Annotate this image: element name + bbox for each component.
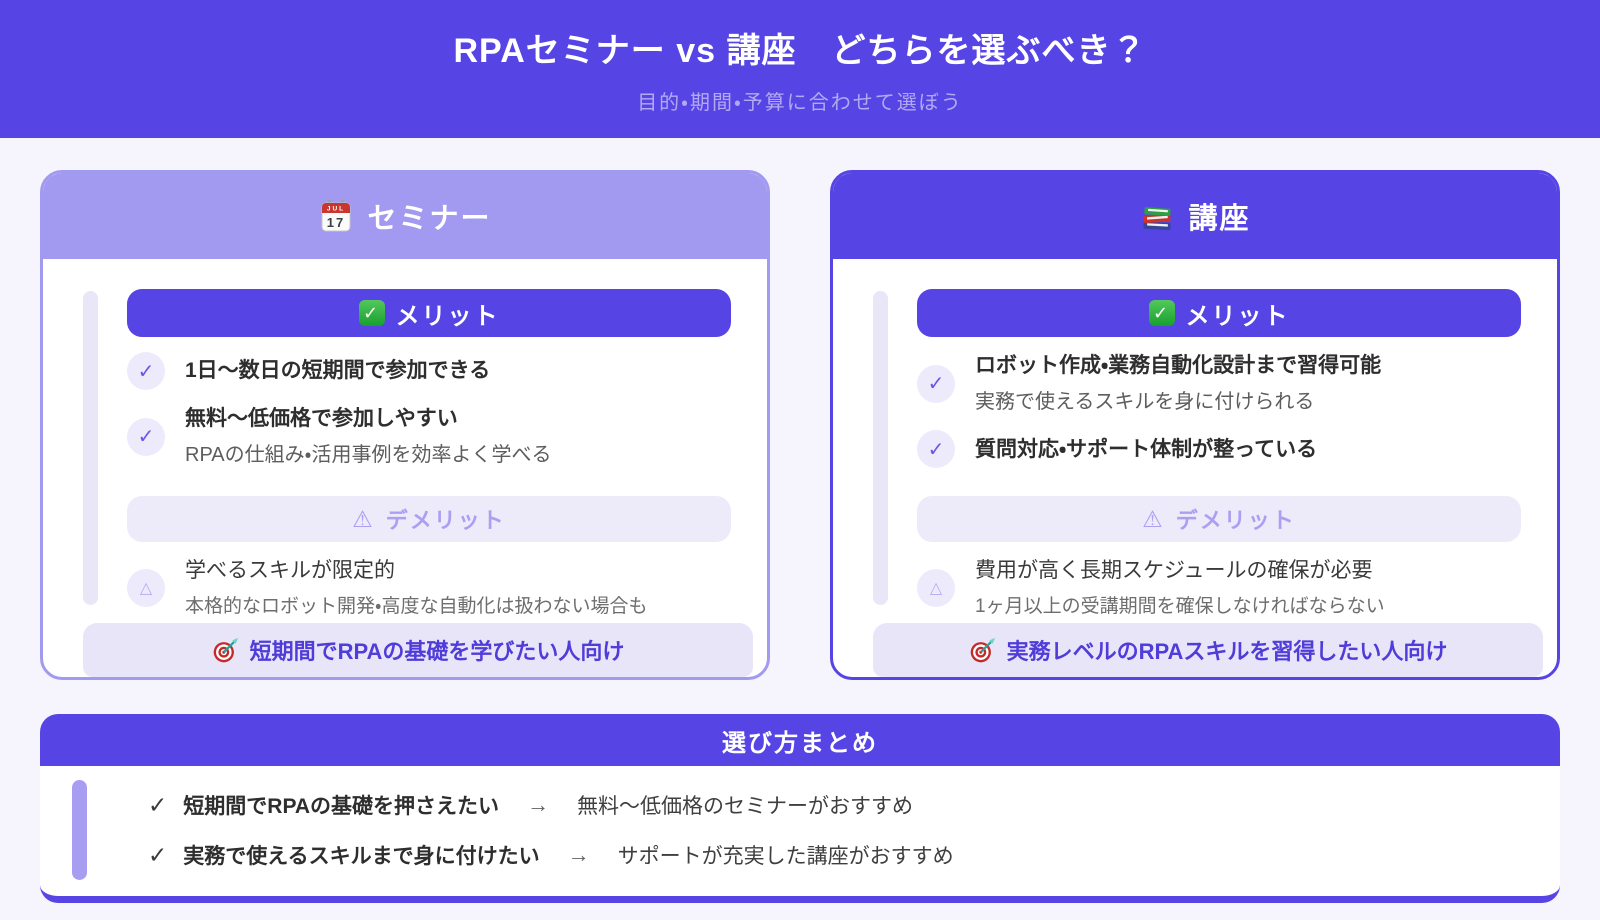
accent-bar	[72, 780, 87, 880]
check-circle-icon: ✓	[127, 352, 165, 390]
page-title: RPAセミナー vs 講座 どちらを選ぶべき？	[453, 32, 1147, 70]
merit-item: ✓ 無料〜低価格で参加しやすい RPAの仕組み・活用事例を効率よく学べる	[127, 405, 731, 468]
summary-condition: 実務で使えるスキルまで身に付けたい	[183, 845, 540, 868]
merit-item: ✓ ロボット作成・業務自動化設計まで習得可能 実務で使えるスキルを身に付けられる	[917, 352, 1521, 415]
arrow-icon: →	[527, 792, 550, 817]
course-card-header: 講座	[833, 173, 1557, 259]
merit-item: ✓ 1日〜数日の短期間で参加できる	[127, 352, 731, 390]
summary-condition: 短期間でRPAの基礎を押さえたい	[183, 795, 500, 818]
warning-icon: ⚠	[352, 505, 375, 532]
summary-row: ✓ 実務で使えるスキルまで身に付けたい → サポートが充実した講座がおすすめ	[148, 840, 1520, 870]
demerit-heading: ⚠ デメリット	[917, 496, 1521, 543]
merit-text: ロボット作成・業務自動化設計まで習得可能	[975, 354, 1382, 377]
target-icon	[212, 637, 239, 664]
page-subtitle: 目的・期間・予算に合わせて選ぼう	[637, 92, 963, 114]
summary-body: ✓ 短期間でRPAの基礎を押さえたい → 無料〜低価格のセミナーがおすすめ ✓ …	[40, 766, 1560, 896]
demerit-text: 費用が高く長期スケジュールの確保が必要	[975, 559, 1373, 583]
merit-text: 1日〜数日の短期間で参加できる	[185, 359, 491, 383]
demerit-item: △ 費用が高く長期スケジュールの確保が必要 1ヶ月以上の受講期間を確保しなければ…	[917, 557, 1521, 619]
demerit-item: △ 学べるスキルが限定的 本格的なロボット開発・高度な自動化は扱わない場合も	[127, 557, 731, 619]
svg-text:17: 17	[327, 215, 345, 230]
merit-text: 無料〜低価格で参加しやすい	[185, 407, 458, 430]
merit-label: メリット	[395, 302, 500, 330]
course-card: 講座 ✓ メリット ✓ ロボット作成・業務自動化設計まで習得可能	[830, 170, 1560, 680]
seminar-target-text: 短期間でRPAの基礎を学びたい人向け	[249, 639, 625, 664]
summary-row: ✓ 短期間でRPAの基礎を押さえたい → 無料〜低価格のセミナーがおすすめ	[148, 790, 1520, 820]
svg-text:JUL: JUL	[327, 206, 345, 213]
summary-recommendation: サポートが充実した講座がおすすめ	[617, 845, 954, 868]
green-check-icon: ✓	[358, 300, 385, 326]
comparison-cards: JUL 17 セミナー ✓ メリット ✓	[40, 170, 1560, 680]
course-card-body: ✓ メリット ✓ ロボット作成・業務自動化設計まで習得可能 実務で使えるスキルを…	[833, 259, 1557, 677]
triangle-circle-icon: △	[127, 569, 165, 608]
course-target-strip: 実務レベルのRPAスキルを習得したい人向け	[873, 623, 1543, 677]
demerit-subtext: 1ヶ月以上の受講期間を確保しなければならない	[975, 595, 1385, 617]
check-icon: ✓	[148, 841, 168, 868]
summary-recommendation: 無料〜低価格のセミナーがおすすめ	[577, 795, 914, 818]
demerit-subtext: 本格的なロボット開発・高度な自動化は扱わない場合も	[185, 595, 648, 617]
merit-heading: ✓ メリット	[127, 289, 731, 337]
merit-subtext: RPAの仕組み・活用事例を効率よく学べる	[185, 444, 552, 467]
merit-text: 質問対応・サポート体制が整っている	[975, 437, 1318, 461]
seminar-card: JUL 17 セミナー ✓ メリット ✓	[40, 170, 770, 680]
merit-label: メリット	[1185, 302, 1290, 330]
seminar-card-header: JUL 17 セミナー	[43, 173, 767, 259]
triangle-circle-icon: △	[917, 569, 955, 608]
arrow-icon: →	[567, 842, 590, 867]
demerit-label: デメリット	[385, 508, 506, 534]
check-circle-icon: ✓	[917, 430, 955, 469]
accent-bar	[83, 291, 98, 605]
check-circle-icon: ✓	[127, 417, 165, 456]
seminar-target-strip: 短期間でRPAの基礎を学びたい人向け	[83, 623, 753, 677]
calendar-icon: JUL 17	[318, 198, 354, 234]
course-card-title: 講座	[1188, 203, 1251, 235]
accent-bar	[873, 291, 888, 605]
green-check-icon: ✓	[1148, 300, 1175, 326]
seminar-card-title: セミナー	[367, 203, 492, 235]
check-icon: ✓	[148, 791, 168, 818]
books-icon	[1139, 198, 1175, 234]
merit-subtext: 実務で使えるスキルを身に付けられる	[975, 391, 1315, 414]
summary-title: 選び方まとめ	[40, 714, 1560, 766]
summary-section: 選び方まとめ ✓ 短期間でRPAの基礎を押さえたい → 無料〜低価格のセミナーが…	[40, 714, 1560, 903]
merit-item: ✓ 質問対応・サポート体制が整っている	[917, 430, 1521, 469]
seminar-card-body: ✓ メリット ✓ 1日〜数日の短期間で参加できる ✓	[43, 259, 767, 677]
merit-heading: ✓ メリット	[917, 289, 1521, 337]
demerit-heading: ⚠ デメリット	[127, 496, 731, 543]
course-target-text: 実務レベルのRPAスキルを習得したい人向け	[1006, 639, 1448, 664]
page-header: RPAセミナー vs 講座 どちらを選ぶべき？ 目的・期間・予算に合わせて選ぼう	[0, 0, 1600, 138]
target-icon	[969, 637, 996, 664]
check-circle-icon: ✓	[917, 364, 955, 403]
main-area: JUL 17 セミナー ✓ メリット ✓	[0, 138, 1600, 903]
demerit-label: デメリット	[1175, 508, 1296, 534]
demerit-text: 学べるスキルが限定的	[185, 559, 395, 583]
warning-icon: ⚠	[1142, 505, 1165, 532]
